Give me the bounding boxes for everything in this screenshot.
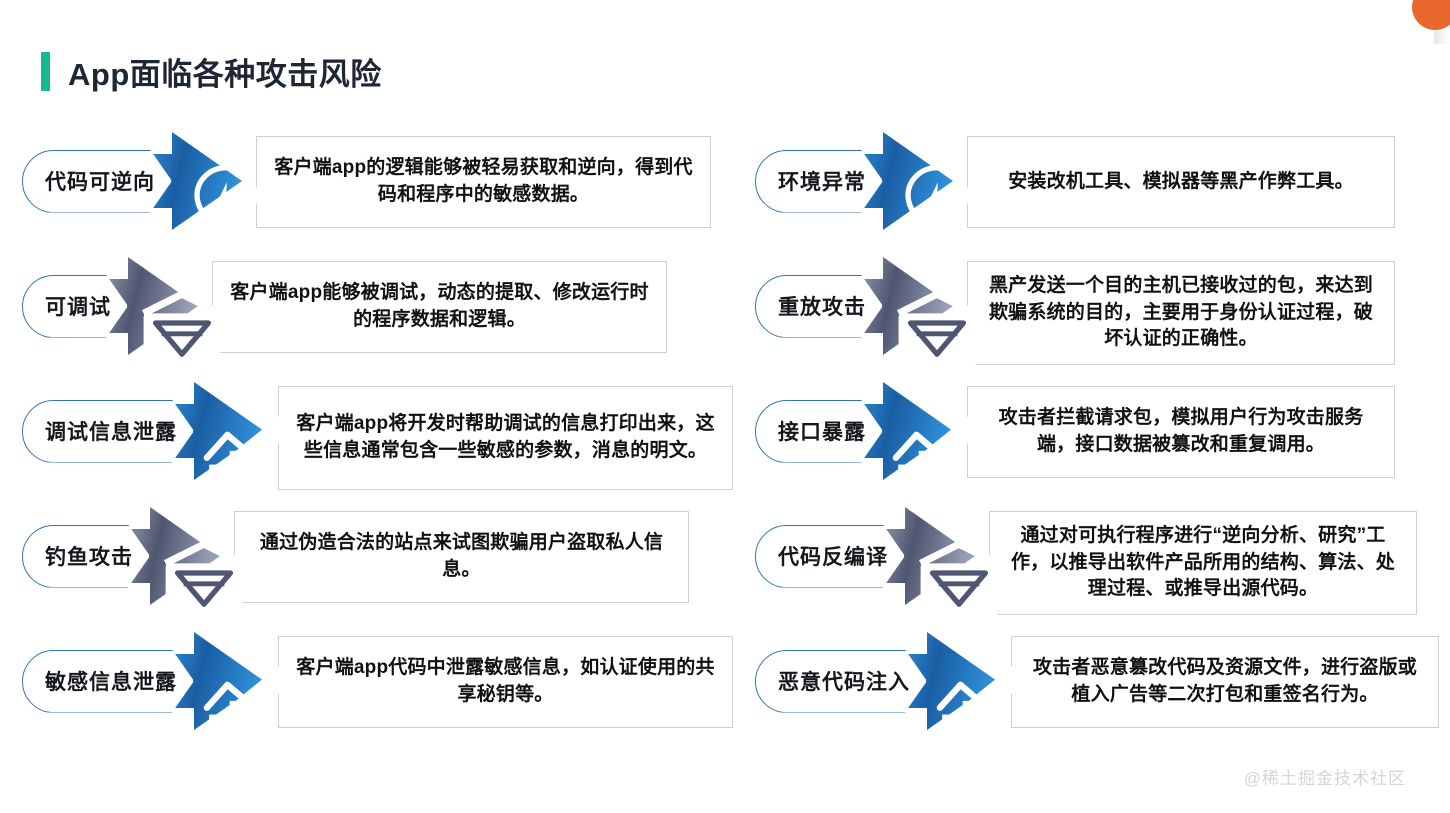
risk-banner[interactable]: 代码反编译	[755, 507, 1000, 621]
risk-banner[interactable]: 接口暴露	[755, 382, 974, 497]
risk-label-pill[interactable]: 重放攻击	[755, 275, 883, 338]
risk-arrow-shape	[168, 382, 285, 497]
risk-banner[interactable]: 调试信息泄露	[22, 382, 285, 497]
risk-description-text: 通过对可执行程序进行“逆向分析、研究”工作，以推导出软件产品所用的结构、算法、处…	[1010, 524, 1395, 600]
risk-row: 钓鱼攻击 通过伪造合法的站点来试图欺骗用户盗取私人信息。	[22, 507, 712, 621]
risk-row: 可调试 客户端app能够被调试，动态的提取、修改运行时的程序数据和逻辑。	[22, 257, 712, 371]
risk-row: 接口暴露 攻击者拦截请求包，模拟用户行为攻击服务端，接口数据被篡改和重复调用。	[755, 382, 1395, 497]
envelope-icon	[156, 536, 245, 621]
risk-description-text: 客户端app将开发时帮助调试的信息打印出来，这些信息通常包含一些敏感的参数，消息…	[296, 413, 715, 461]
risk-row: 敏感信息泄露 客户端app代码中泄露敏感信息，如认证使用的共享秘钥等。	[22, 632, 733, 747]
risk-description-text: 攻击者恶意篡改代码及资源文件，进行盗版或植入广告等二次打包和重签名行为。	[1032, 657, 1417, 705]
risk-label-pill[interactable]: 钓鱼攻击	[22, 525, 150, 588]
chart-trend-icon	[200, 411, 285, 497]
risk-column-left: 代码可逆向 客户端app的逻辑能够被轻易获取和逆向，得到代码和程序中的敏感数据。可…	[22, 132, 733, 757]
risk-arrow-shape	[857, 257, 978, 371]
risk-label-pill[interactable]: 环境异常	[755, 150, 883, 213]
risk-row: 环境异常 安装改机工具、模拟器等黑产作弊工具。	[755, 132, 1395, 252]
risk-description-text: 客户端app的逻辑能够被轻易获取和逆向，得到代码和程序中的敏感数据。	[274, 157, 693, 205]
risk-description-box: 攻击者拦截请求包，模拟用户行为攻击服务端，接口数据被篡改和重复调用。	[967, 386, 1395, 478]
risk-label-text: 代码可逆向	[45, 171, 155, 194]
risk-description-box: 客户端app代码中泄露敏感信息，如认证使用的共享秘钥等。	[278, 636, 733, 728]
risk-arrow-shape	[102, 257, 223, 371]
chart-trend-icon	[889, 411, 974, 497]
risk-row: 重放攻击 黑产发送一个目的主机已接收过的包，来达到欺骗系统的目的，主要用于身份认证…	[755, 257, 1395, 371]
risk-label-pill[interactable]: 恶意代码注入	[755, 650, 927, 713]
risk-arrow-shape	[879, 507, 1000, 621]
risk-description-box: 通过伪造合法的站点来试图欺骗用户盗取私人信息。	[234, 511, 689, 603]
risk-label-text: 钓鱼攻击	[45, 546, 133, 569]
risk-label-text: 调试信息泄露	[45, 421, 177, 444]
title-accent-bar	[41, 52, 50, 91]
risk-label-text: 可调试	[45, 296, 111, 319]
risk-description-box: 通过对可执行程序进行“逆向分析、研究”工作，以推导出软件产品所用的结构、算法、处…	[989, 511, 1417, 615]
risk-label-pill[interactable]: 代码可逆向	[22, 150, 172, 213]
risk-description-text: 客户端app代码中泄露敏感信息，如认证使用的共享秘钥等。	[296, 657, 715, 705]
risk-banner[interactable]: 敏感信息泄露	[22, 632, 285, 747]
risk-description-box: 客户端app将开发时帮助调试的信息打印出来，这些信息通常包含一些敏感的参数，消息…	[278, 386, 733, 490]
risk-banner[interactable]: 可调试	[22, 257, 223, 371]
envelope-icon	[911, 536, 1000, 621]
risk-description-box: 攻击者恶意篡改代码及资源文件，进行盗版或植入广告等二次打包和重签名行为。	[1011, 636, 1439, 728]
risk-description-box: 黑产发送一个目的主机已接收过的包，来达到欺骗系统的目的，主要用于身份认证过程，破…	[967, 261, 1395, 365]
risk-label-pill[interactable]: 代码反编译	[755, 525, 905, 588]
risk-label-pill[interactable]: 调试信息泄露	[22, 400, 194, 463]
chart-trend-icon	[200, 661, 285, 747]
risk-row: 代码反编译 通过对可执行程序进行“逆向分析、研究”工作，以推导出软件产品所用的结构…	[755, 507, 1417, 621]
risk-arrow-shape	[146, 132, 258, 252]
risk-arrow-shape	[168, 632, 285, 747]
risk-label-pill[interactable]: 接口暴露	[755, 400, 883, 463]
lightbulb-icon	[178, 161, 258, 252]
risk-description-text: 客户端app能够被调试，动态的提取、修改运行时的程序数据和逻辑。	[230, 282, 649, 330]
risk-description-text: 安装改机工具、模拟器等黑产作弊工具。	[1008, 170, 1354, 192]
risk-arrow-shape	[857, 382, 974, 497]
risk-row: 恶意代码注入 攻击者恶意篡改代码及资源文件，进行盗版或植入广告等二次打包和重签名行…	[755, 632, 1439, 747]
page-title-text: App面临各种攻击风险	[68, 57, 382, 92]
risk-column-right: 环境异常 安装改机工具、模拟器等黑产作弊工具。重放攻击 黑产发送一个目的主机已接收过…	[755, 132, 1439, 757]
risk-banner[interactable]: 环境异常	[755, 132, 969, 252]
risk-row: 调试信息泄露 客户端app将开发时帮助调试的信息打印出来，这些信息通常包含一些敏感…	[22, 382, 733, 497]
chart-trend-icon	[933, 661, 1018, 747]
envelope-icon	[134, 286, 223, 371]
risk-arrow-shape	[857, 132, 969, 252]
risk-label-pill[interactable]: 敏感信息泄露	[22, 650, 194, 713]
risk-row: 代码可逆向 客户端app的逻辑能够被轻易获取和逆向，得到代码和程序中的敏感数据。	[22, 132, 712, 252]
risk-arrow-shape	[901, 632, 1018, 747]
risk-arrow-shape	[124, 507, 245, 621]
risk-label-text: 接口暴露	[778, 421, 866, 444]
risk-label-pill[interactable]: 可调试	[22, 275, 128, 338]
corner-badge-icon	[1412, 0, 1450, 30]
risk-description-box: 安装改机工具、模拟器等黑产作弊工具。	[967, 136, 1395, 228]
risk-banner[interactable]: 钓鱼攻击	[22, 507, 245, 621]
risk-label-text: 重放攻击	[778, 296, 866, 319]
page-title: App面临各种攻击风险	[41, 49, 382, 94]
risk-banner[interactable]: 恶意代码注入	[755, 632, 1018, 747]
risk-description-text: 攻击者拦截请求包，模拟用户行为攻击服务端，接口数据被篡改和重复调用。	[998, 407, 1364, 455]
risk-label-text: 环境异常	[778, 171, 866, 194]
risk-description-text: 通过伪造合法的站点来试图欺骗用户盗取私人信息。	[259, 532, 664, 580]
risk-banner[interactable]: 代码可逆向	[22, 132, 258, 252]
risk-description-box: 客户端app的逻辑能够被轻易获取和逆向，得到代码和程序中的敏感数据。	[256, 136, 711, 228]
risk-description-text: 黑产发送一个目的主机已接收过的包，来达到欺骗系统的目的，主要用于身份认证过程，破…	[988, 274, 1373, 350]
risk-label-text: 代码反编译	[778, 546, 888, 569]
risk-banner[interactable]: 重放攻击	[755, 257, 978, 371]
risk-label-text: 敏感信息泄露	[45, 671, 177, 694]
risk-description-box: 客户端app能够被调试，动态的提取、修改运行时的程序数据和逻辑。	[212, 261, 667, 353]
risk-label-text: 恶意代码注入	[778, 671, 910, 694]
envelope-icon	[889, 286, 978, 371]
lightbulb-icon	[889, 161, 969, 252]
watermark: @稀土掘金技术社区	[1243, 769, 1406, 788]
